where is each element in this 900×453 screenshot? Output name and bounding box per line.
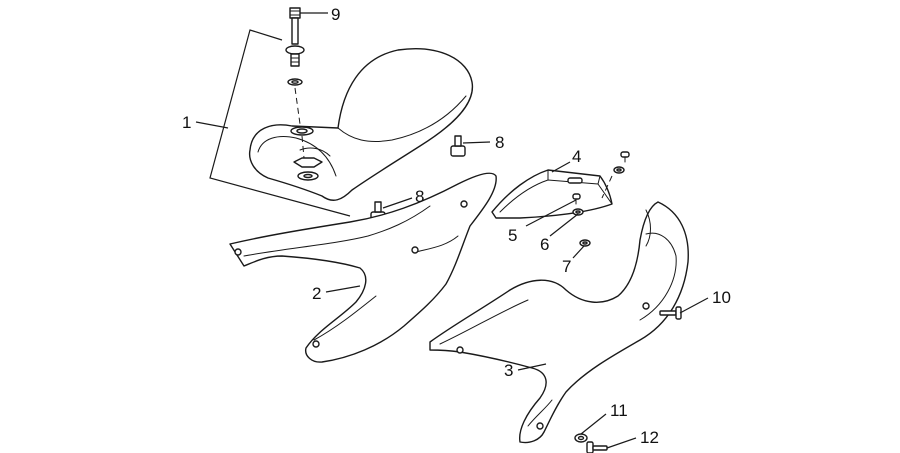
washer-and-screw	[574, 433, 608, 453]
callout-labels: 9 1 8 8 4 5 6 7 2 10 3 11 12	[182, 5, 731, 447]
seat	[248, 48, 474, 201]
callout-3: 3	[504, 361, 513, 380]
callout-10: 10	[712, 288, 731, 307]
leader-lines	[195, 12, 709, 449]
small-fasteners	[572, 151, 630, 247]
bolt-assembly	[285, 7, 323, 181]
bracket-plate	[491, 169, 613, 219]
right-side-panel	[429, 201, 689, 444]
left-side-panel	[229, 172, 497, 363]
callout-6: 6	[540, 235, 549, 254]
grommet-upper	[450, 135, 466, 157]
callout-4: 4	[572, 147, 581, 166]
callout-1: 1	[182, 113, 191, 132]
callout-11: 11	[610, 401, 628, 420]
callout-12: 12	[640, 428, 659, 447]
callout-5: 5	[508, 226, 517, 245]
callout-9: 9	[331, 5, 340, 24]
callout-7: 7	[562, 257, 571, 276]
callout-2: 2	[312, 284, 321, 303]
callout-8-upper: 8	[495, 133, 504, 152]
callout-8-lower: 8	[415, 187, 424, 206]
